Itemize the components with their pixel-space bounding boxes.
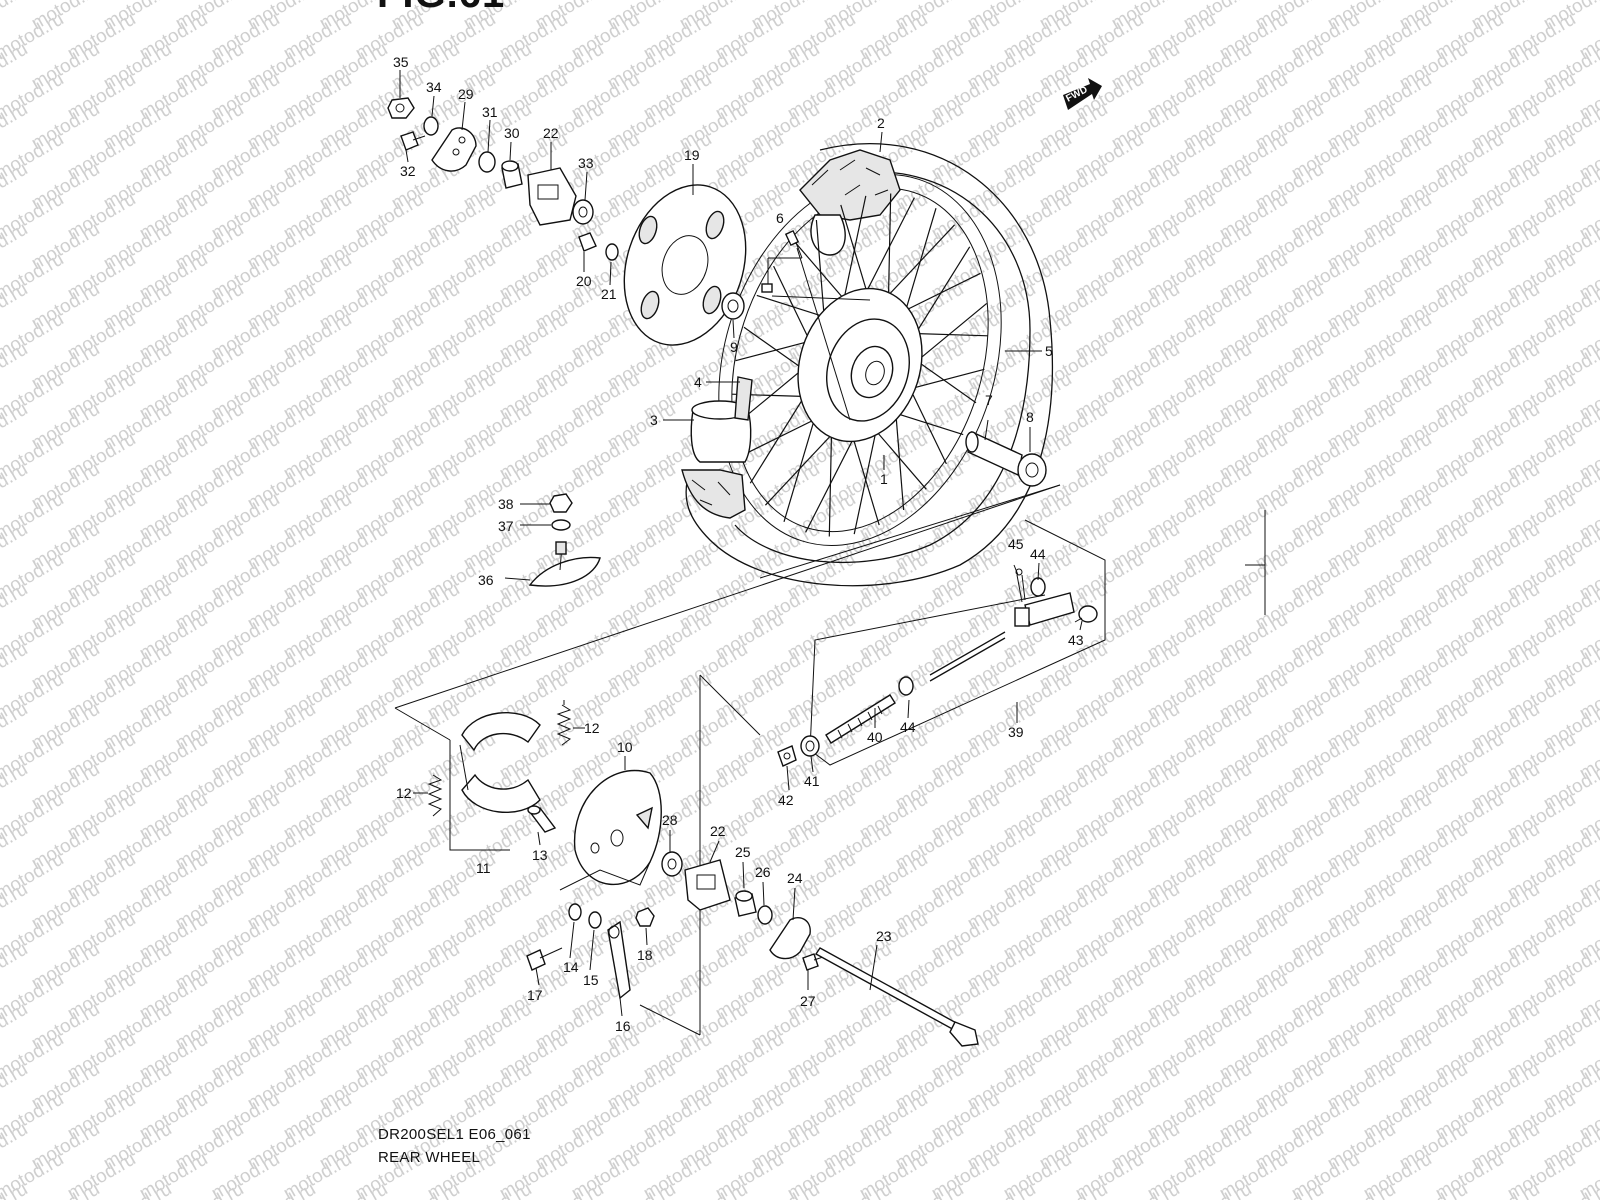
adjuster-nut-41[interactable] — [800, 735, 820, 757]
washer-44b[interactable] — [898, 676, 914, 696]
section-name-caption: REAR WHEEL — [378, 1149, 481, 1166]
callout-25[interactable]: 25 — [735, 844, 751, 860]
callout-44-lower[interactable]: 44 — [900, 719, 916, 735]
chain-puller-22b[interactable] — [684, 859, 731, 911]
washer-21[interactable] — [605, 243, 619, 261]
callout-28[interactable]: 28 — [662, 812, 678, 828]
washer-14[interactable] — [568, 903, 582, 921]
callout-42[interactable]: 42 — [778, 792, 794, 808]
callout-1[interactable]: 1 — [880, 471, 888, 487]
spacer-9[interactable] — [721, 292, 745, 320]
callout-8[interactable]: 8 — [1026, 409, 1034, 425]
callout-9[interactable]: 9 — [730, 339, 738, 355]
washer-34[interactable] — [423, 116, 439, 136]
callout-2[interactable]: 2 — [877, 115, 885, 131]
callout-30[interactable]: 30 — [504, 125, 520, 141]
model-code-caption: DR200SEL1 E06_061 — [378, 1126, 531, 1143]
callout-10[interactable]: 10 — [617, 739, 633, 755]
callout-15[interactable]: 15 — [583, 972, 599, 988]
callout-33[interactable]: 33 — [578, 155, 594, 171]
washer-26[interactable] — [757, 905, 773, 925]
callout-24[interactable]: 24 — [787, 870, 803, 886]
callout-22-lower[interactable]: 22 — [710, 823, 726, 839]
callout-12-left[interactable]: 12 — [396, 785, 412, 801]
callout-4[interactable]: 4 — [694, 374, 702, 390]
callout-18[interactable]: 18 — [637, 947, 653, 963]
callout-20[interactable]: 20 — [576, 273, 592, 289]
callout-43[interactable]: 43 — [1068, 632, 1084, 648]
callout-12-upper[interactable]: 12 — [584, 720, 600, 736]
bearing-8[interactable] — [1017, 453, 1047, 487]
callout-41[interactable]: 41 — [804, 773, 820, 789]
callout-16[interactable]: 16 — [615, 1018, 631, 1034]
callout-37[interactable]: 37 — [498, 518, 514, 534]
callout-11[interactable]: 11 — [476, 860, 491, 876]
callout-7[interactable]: 7 — [985, 392, 993, 408]
callout-44-upper[interactable]: 44 — [1030, 546, 1046, 562]
callout-23[interactable]: 23 — [876, 928, 892, 944]
callout-35[interactable]: 35 — [393, 54, 409, 70]
callout-40[interactable]: 40 — [867, 729, 883, 745]
callout-36[interactable]: 36 — [478, 572, 494, 588]
callout-45[interactable]: 45 — [1008, 536, 1024, 552]
watermark-text: motod.ru — [1576, 0, 1600, 4]
callout-3[interactable]: 3 — [650, 412, 658, 428]
spacer-25[interactable] — [734, 890, 757, 917]
callout-32[interactable]: 32 — [400, 163, 416, 179]
seal-28[interactable] — [661, 851, 683, 877]
washer-15[interactable] — [588, 911, 602, 929]
figure-title: FIG.61 — [377, 0, 505, 17]
callout-21[interactable]: 21 — [601, 286, 617, 302]
callout-17[interactable]: 17 — [527, 987, 543, 1003]
washer-31[interactable] — [478, 151, 496, 173]
callout-26[interactable]: 26 — [755, 864, 771, 880]
callout-5[interactable]: 5 — [1045, 343, 1053, 359]
callout-14[interactable]: 14 — [563, 959, 579, 975]
nut-35[interactable] — [387, 97, 415, 119]
callout-27[interactable]: 27 — [800, 993, 816, 1009]
callout-19[interactable]: 19 — [684, 147, 700, 163]
callout-31[interactable]: 31 — [482, 104, 498, 120]
washer-33[interactable] — [572, 199, 594, 225]
washer-44a[interactable] — [1030, 577, 1046, 597]
callout-29[interactable]: 29 — [458, 86, 474, 102]
callout-39[interactable]: 39 — [1008, 724, 1024, 740]
callout-6[interactable]: 6 — [776, 210, 784, 226]
callout-13[interactable]: 13 — [532, 847, 548, 863]
callout-34[interactable]: 34 — [426, 79, 442, 95]
callout-22-top[interactable]: 22 — [543, 125, 559, 141]
callout-38[interactable]: 38 — [498, 496, 514, 512]
chain-adjuster-29[interactable] — [431, 127, 477, 172]
washer-37[interactable] — [551, 519, 571, 531]
